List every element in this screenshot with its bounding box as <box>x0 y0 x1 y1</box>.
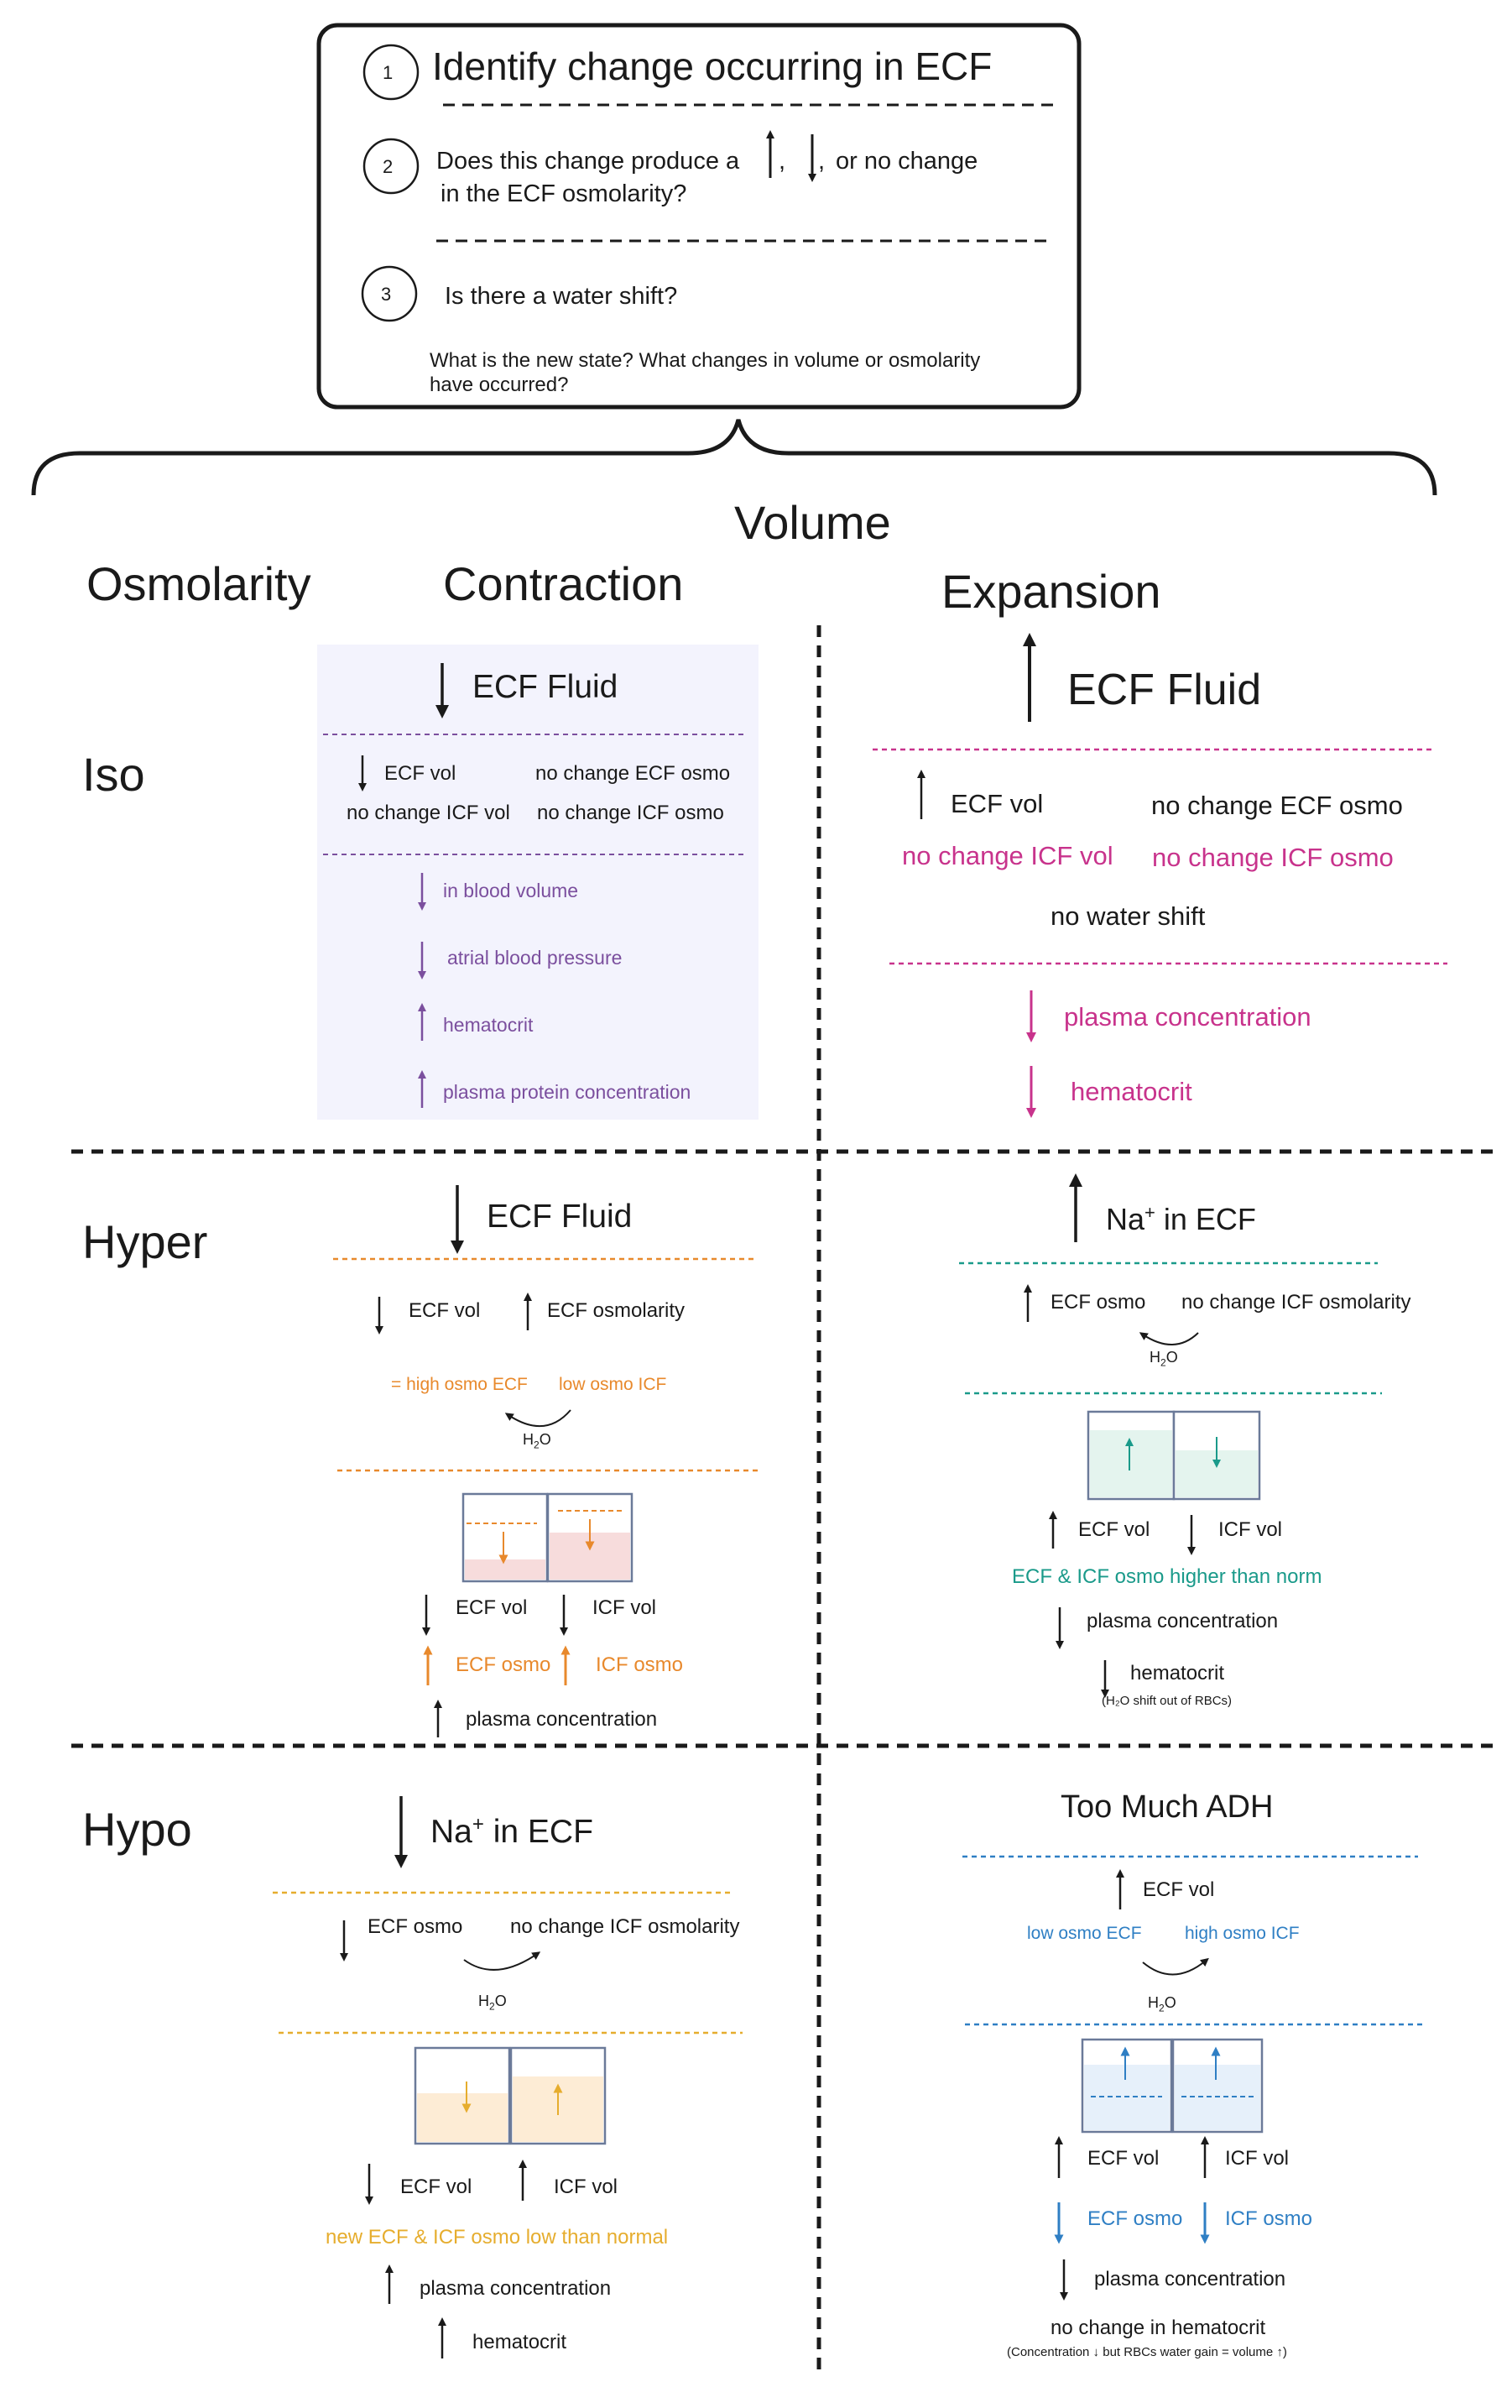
iso-contraction-title: ECF Fluid <box>472 669 618 705</box>
hypo-e-icf-osmo: ICF osmo <box>1225 2207 1313 2230</box>
hyper-c-icf-osmo: ICF osmo <box>596 1653 684 1676</box>
hyper-e-hematocrit: hematocrit <box>1130 1662 1225 1685</box>
row-label-iso: Iso <box>82 748 145 801</box>
hyper-expansion-title: Na+ in ECF <box>1106 1202 1256 1236</box>
step-2-line-2: in the ECF osmolarity? <box>441 180 687 207</box>
expansion-header: Expansion <box>941 565 1161 618</box>
hypo-e-icf-vol: ICF vol <box>1225 2147 1290 2170</box>
step-1-number: 1 <box>383 62 394 83</box>
iso-c-no-change-ecf-osmo: no change ECF osmo <box>535 762 731 785</box>
step-3-text: Is there a water shift? <box>445 283 678 310</box>
iso-e-plasma-conc: plasma concentration <box>1064 1002 1311 1032</box>
hyper-c-high-osmo-ecf: = high osmo ECF <box>391 1375 528 1394</box>
hypo-c-plasma-conc: plasma concentration <box>420 2277 612 2300</box>
hyper-e-no-change-icf-osm: no change ICF osmolarity <box>1181 1291 1411 1314</box>
iso-e-no-change-icf-vol: no change ICF vol <box>902 841 1113 870</box>
hyper-e-h2o-label: H2O <box>1150 1349 1178 1369</box>
osmolarity-header: Osmolarity <box>86 557 311 610</box>
hypo-e-note: (Concentration ↓ but RBCs water gain = v… <box>1007 2345 1287 2359</box>
step-2-text-post: or no change <box>836 148 978 175</box>
hypo-c-ecf-osmo: ECF osmo <box>368 1915 463 1938</box>
hypo-c-new-osmo-low: new ECF & ICF osmo low than normal <box>326 2226 669 2249</box>
iso-c-no-change-icf-osmo: no change ICF osmo <box>537 802 724 824</box>
hyper-e-plasma-conc: plasma concentration <box>1087 1610 1279 1632</box>
hyper-c-icf-vol: ICF vol <box>592 1596 657 1619</box>
hypo-c-no-change-icf-osm: no change ICF osmolarity <box>510 1915 740 1938</box>
step-2-sep-2: , <box>818 148 826 175</box>
hypo-expansion-title: Too Much ADH <box>1061 1789 1274 1825</box>
iso-e-no-change-ecf-osmo: no change ECF osmo <box>1151 791 1403 820</box>
step-note-line-1: What is the new state? What changes in v… <box>430 349 981 372</box>
iso-e-hematocrit: hematocrit <box>1071 1077 1192 1106</box>
hypo-e-ecf-vol-top: ECF vol <box>1143 1878 1215 1901</box>
hyper-c-low-osmo-icf: low osmo ICF <box>559 1375 667 1394</box>
step-3-number: 3 <box>381 284 392 305</box>
hyper-e-icf-vol: ICF vol <box>1218 1518 1283 1541</box>
iso-c-blood-volume: in blood volume <box>443 880 579 901</box>
iso-c-no-change-icf-vol: no change ICF vol <box>347 802 510 824</box>
hyper-c-ecf-vol: ECF vol <box>409 1299 481 1322</box>
iso-c-ecf-vol: ECF vol <box>384 762 456 785</box>
step-1-text: Identify change occurring in ECF <box>432 44 993 88</box>
row-label-hypo: Hypo <box>82 1803 192 1856</box>
hyper-c-ecf-osmo: ECF osmo <box>456 1653 551 1676</box>
hyper-e-h2o-shift-note: (H₂O shift out of RBCs) <box>1102 1694 1233 1708</box>
hypo-e-plasma-conc: plasma concentration <box>1094 2268 1286 2290</box>
hyper-e-ecf-vol: ECF vol <box>1078 1518 1150 1541</box>
iso-expansion-title: ECF Fluid <box>1067 666 1262 714</box>
volume-header: Volume <box>734 496 891 549</box>
row-label-hyper: Hyper <box>82 1215 208 1268</box>
hyper-contraction-title: ECF Fluid <box>487 1199 633 1235</box>
step-note-line-2: have occurred? <box>430 373 569 396</box>
iso-c-atrial-bp: atrial blood pressure <box>447 947 623 969</box>
hypo-c-hematocrit: hematocrit <box>472 2331 567 2353</box>
hypo-e-ecf-osmo: ECF osmo <box>1087 2207 1183 2230</box>
iso-e-no-water-shift: no water shift <box>1051 901 1206 931</box>
hypo-e-no-change-hct: no change in hematocrit <box>1051 2317 1266 2339</box>
hypo-contraction-title: Na+ in ECF <box>430 1813 593 1850</box>
hyper-c-h2o-label: H2O <box>523 1431 551 1451</box>
hypo-c-h2o-label: H2O <box>478 1993 507 2013</box>
contraction-header: Contraction <box>443 557 684 610</box>
iso-c-hematocrit: hematocrit <box>443 1014 534 1036</box>
hyper-c-ecf-vol-2: ECF vol <box>456 1596 528 1619</box>
step-2-number: 2 <box>383 156 394 177</box>
iso-e-ecf-vol: ECF vol <box>951 789 1044 818</box>
hyper-c-plasma-conc: plasma concentration <box>466 1708 658 1731</box>
hypo-e-low-osmo-ecf: low osmo ECF <box>1027 1924 1142 1943</box>
hyper-c-ecf-osmolarity: ECF osmolarity <box>547 1299 686 1322</box>
step-2-text: Does this change produce a <box>436 148 740 175</box>
hypo-c-ecf-vol: ECF vol <box>400 2176 472 2198</box>
step-2-sep-1: , <box>779 148 786 175</box>
iso-c-plasma-protein: plasma protein concentration <box>443 1081 691 1103</box>
hypo-e-high-osmo-icf: high osmo ICF <box>1185 1924 1300 1943</box>
hyper-e-ecf-icf-higher: ECF & ICF osmo higher than norm <box>1012 1565 1322 1588</box>
hyper-e-ecf-osmo: ECF osmo <box>1051 1291 1146 1314</box>
hypo-c-icf-vol: ICF vol <box>554 2176 618 2198</box>
hypo-e-ecf-vol: ECF vol <box>1087 2147 1160 2170</box>
hypo-e-h2o-label: H2O <box>1148 1994 1176 2014</box>
iso-e-no-change-icf-osmo: no change ICF osmo <box>1152 843 1394 872</box>
